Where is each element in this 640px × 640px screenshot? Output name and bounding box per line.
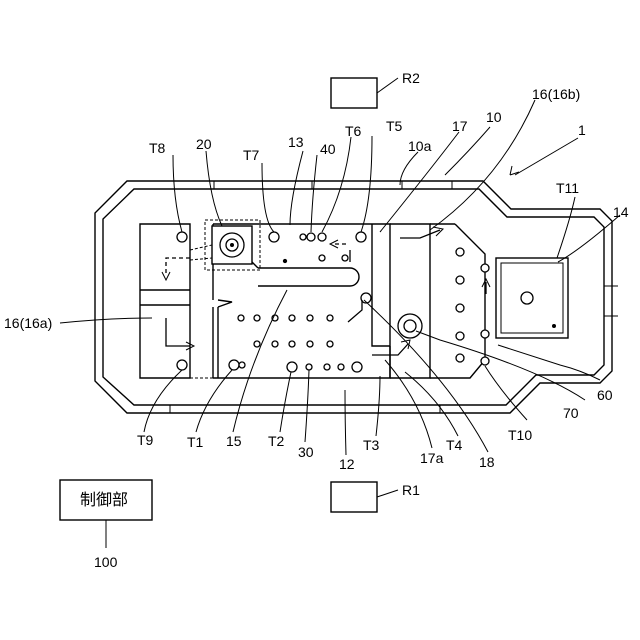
- unit-20: [190, 220, 260, 270]
- element-60: [398, 314, 422, 338]
- label-t4: T4: [446, 437, 463, 453]
- label-100: 100: [94, 554, 118, 570]
- label-t7: T7: [243, 147, 260, 163]
- label-r1: R1: [402, 482, 420, 498]
- port-t7: [269, 232, 279, 242]
- port-t11: [481, 264, 489, 272]
- port-t10: [481, 357, 489, 365]
- label-20: 20: [196, 136, 212, 152]
- label-r2: R2: [402, 70, 420, 86]
- label-t3: T3: [363, 437, 380, 453]
- controller-label: 制御部: [80, 491, 128, 509]
- label-t8: T8: [149, 140, 166, 156]
- flow-arrows: [162, 227, 490, 355]
- right-module-18: [390, 224, 485, 378]
- port-40b: [318, 233, 326, 241]
- label-16a: 16(16a): [4, 315, 52, 331]
- port-t3: [352, 362, 362, 372]
- label-t2: T2: [268, 433, 285, 449]
- label-30: 30: [298, 444, 314, 460]
- port-t2: [287, 362, 297, 372]
- label-18: 18: [479, 454, 495, 470]
- label-10: 10: [486, 109, 502, 125]
- gate-t1: [190, 300, 232, 378]
- label-12: 12: [339, 456, 355, 472]
- port-t8: [177, 232, 187, 242]
- label-t1: T1: [187, 434, 204, 450]
- label-t6: T6: [345, 123, 362, 139]
- rail-15: [258, 268, 359, 286]
- label-1: 1: [578, 122, 586, 138]
- port-40a: [307, 233, 315, 241]
- ref-box-r2: [331, 78, 377, 108]
- label-t10: T10: [508, 427, 532, 443]
- label-70: 70: [563, 405, 579, 421]
- label-17: 17: [452, 118, 468, 134]
- partition-17: [372, 224, 390, 346]
- label-10a: 10a: [408, 138, 432, 154]
- label-t9: T9: [137, 432, 154, 448]
- label-15: 15: [226, 433, 242, 449]
- ref-box-r1: [331, 482, 377, 512]
- left-module-16a: [140, 224, 190, 378]
- port-t1: [229, 360, 239, 370]
- label-14: 14: [613, 204, 629, 220]
- label-13: 13: [288, 134, 304, 150]
- label-17a: 17a: [420, 450, 444, 466]
- label-40: 40: [320, 141, 336, 157]
- module-14: [496, 258, 568, 338]
- label-t11: T11: [556, 180, 579, 196]
- label-16b: 16(16b): [532, 86, 580, 102]
- port-t9: [177, 360, 187, 370]
- port-t6: [356, 232, 366, 242]
- label-60: 60: [597, 387, 613, 403]
- fastener-dots: [238, 234, 348, 370]
- label-t5: T5: [386, 118, 403, 134]
